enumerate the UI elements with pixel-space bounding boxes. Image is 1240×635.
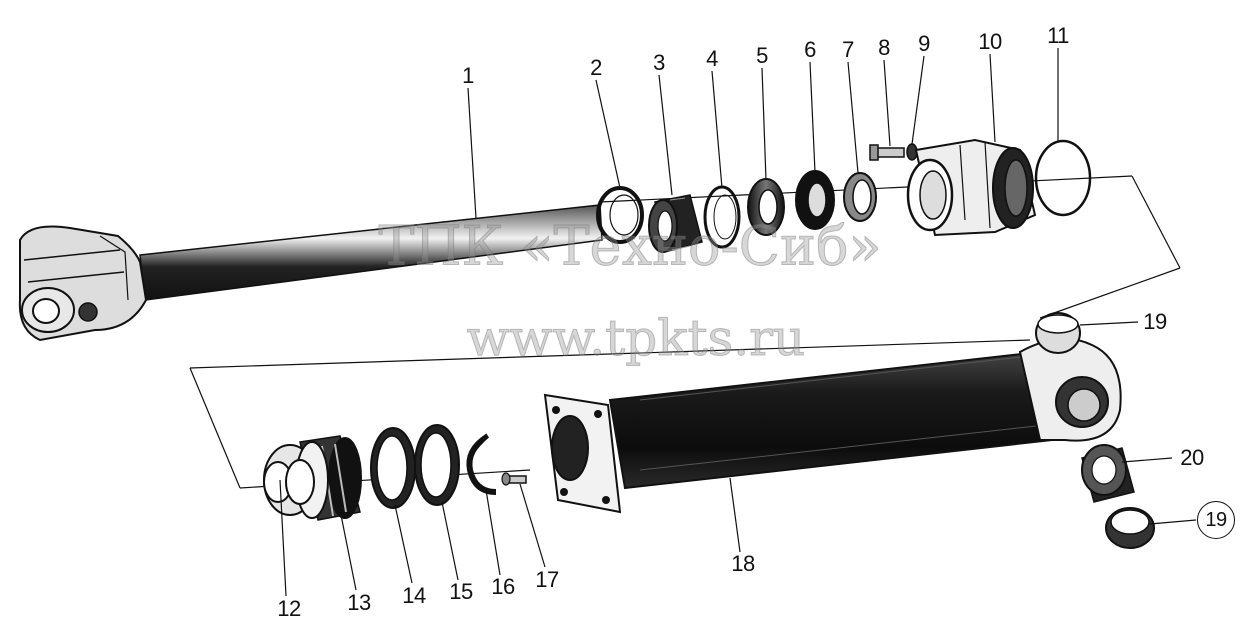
callout-10: 10	[978, 29, 1002, 54]
callout-12: 12	[277, 596, 301, 621]
watermark-url: www.tpkts.ru	[466, 309, 806, 368]
callout-1: 1	[462, 63, 474, 88]
leader-lines	[279, 48, 1197, 597]
callout-5: 5	[756, 43, 768, 68]
split-ring-16	[466, 433, 497, 495]
guide-bushing-3	[648, 194, 703, 253]
ring-7	[843, 172, 877, 222]
callout-2: 2	[590, 55, 602, 80]
callout-17: 17	[535, 567, 559, 592]
piston-rod	[18, 204, 603, 342]
piston-seal-15	[414, 424, 460, 506]
o-ring-11	[1034, 139, 1092, 217]
callout-13: 13	[347, 590, 371, 615]
bushing-19-bottom	[1105, 507, 1155, 549]
watermark-company: ТПК «Техно-Сиб»	[378, 214, 882, 278]
piston-13	[285, 435, 362, 521]
callout-8: 8	[878, 35, 890, 60]
callout-18: 18	[731, 551, 755, 576]
cylinder-barrel-18	[543, 337, 1122, 514]
callout-16: 16	[491, 574, 515, 599]
bolt-8	[869, 144, 905, 161]
callout-7: 7	[842, 37, 854, 62]
callout-11: 11	[1047, 23, 1069, 48]
bushing-20	[1081, 444, 1135, 503]
callout-9: 9	[918, 31, 930, 56]
callout-19-top: 19	[1143, 309, 1167, 334]
callout-19-circled: 19	[1197, 501, 1235, 539]
callout-6: 6	[804, 37, 816, 62]
callout-15: 15	[449, 579, 473, 604]
callout-3: 3	[653, 50, 665, 75]
seal-6	[795, 170, 835, 230]
callout-4: 4	[706, 46, 718, 71]
bushing-19-top	[1035, 312, 1081, 354]
callout-20: 20	[1180, 445, 1204, 470]
piston-seal-14	[370, 427, 416, 509]
callout-14: 14	[402, 583, 426, 608]
screw-17	[501, 472, 527, 486]
gland-head-10	[906, 138, 1037, 237]
